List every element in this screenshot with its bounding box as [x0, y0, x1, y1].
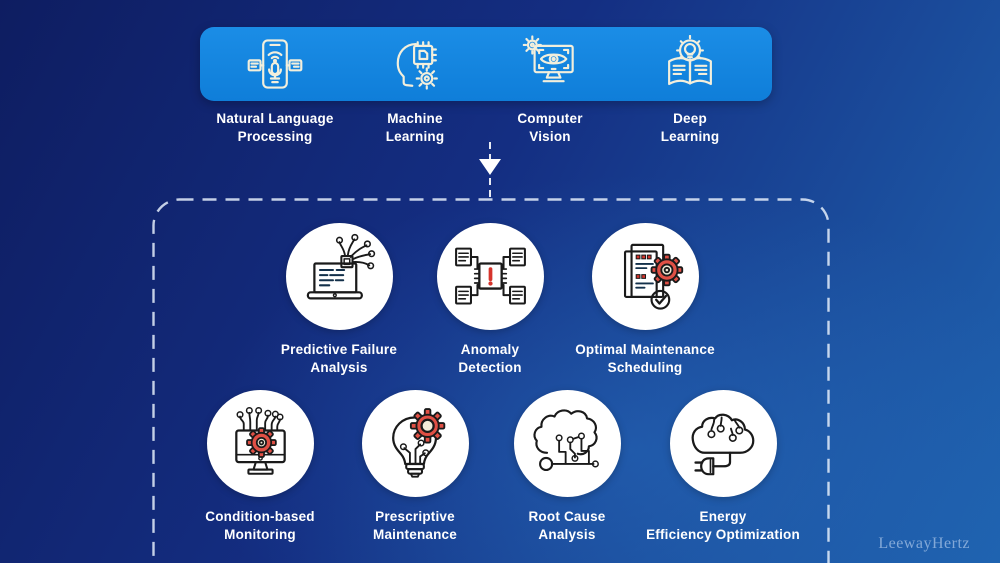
- feature-root-cause: Root Cause Analysis: [467, 390, 667, 544]
- optimal-scheduling-icon: [591, 223, 699, 330]
- top-label-cv: Computer Vision: [517, 111, 583, 144]
- feature-label: Energy Efficiency Optimization: [646, 509, 800, 542]
- top-label-dl: Deep Learning: [660, 111, 720, 144]
- feature-prescriptive-maintenance: Prescriptive Maintenance: [315, 390, 515, 544]
- nlp-icon: [246, 35, 304, 93]
- feature-label: Optimal Maintenance Scheduling: [575, 342, 715, 375]
- root-cause-icon: [513, 390, 621, 497]
- feature-label: Root Cause Analysis: [528, 509, 606, 542]
- feature-predictive-failure: Predictive Failure Analysis: [239, 223, 439, 377]
- feature-energy-optimization: Energy Efficiency Optimization: [623, 390, 823, 544]
- feature-label: Anomaly Detection: [458, 342, 522, 375]
- anomaly-detection-icon: [436, 223, 544, 330]
- watermark: LeewayHertz: [878, 535, 970, 552]
- dashed-panel-border: [152, 198, 830, 563]
- condition-monitoring-icon: [206, 390, 314, 497]
- feature-condition-monitoring: Condition-based Monitoring: [160, 390, 360, 544]
- feature-label: Predictive Failure Analysis: [280, 342, 398, 375]
- computer-vision-icon: [521, 35, 579, 93]
- top-label-nlp: Natural Language Processing: [216, 111, 334, 144]
- down-arrow-icon: [479, 159, 501, 175]
- feature-optimal-scheduling: Optimal Maintenance Scheduling: [545, 223, 745, 377]
- feature-anomaly-detection: Anomaly Detection: [390, 223, 590, 377]
- top-label-ml: Machine Learning: [385, 111, 445, 144]
- prescriptive-maintenance-icon: [361, 390, 469, 497]
- energy-optimization-icon: [669, 390, 777, 497]
- feature-label: Condition-based Monitoring: [205, 509, 315, 542]
- predictive-failure-icon: [285, 223, 393, 330]
- machine-learning-icon: [386, 35, 444, 93]
- deep-learning-icon: [661, 35, 719, 93]
- feature-label: Prescriptive Maintenance: [373, 509, 457, 542]
